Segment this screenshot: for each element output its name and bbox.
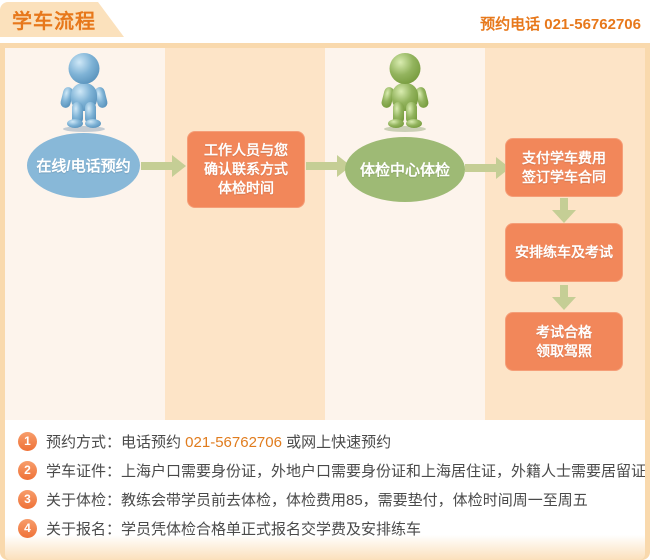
flow-step-medical-check: 体检中心体检 [345,137,465,202]
note-text: 关于体检：教练会带学员前去体检，体检费用85，需要垫付，体检时间周一至周五 [46,492,588,509]
flow-step-staff-confirm: 工作人员与您 确认联系方式 体检时间 [187,131,305,208]
tab-xueche-liucheng[interactable]: 学车流程 [0,2,124,37]
note-text-post: 或网上快速预约 [281,434,392,451]
booking-phone-label: 预约电话 021-56762706 [480,16,641,33]
note-item-registration: 4 关于报名：学员凭体检合格单正式报名交学费及安排练车 [18,514,645,543]
note-text: 预约方式：电话预约 021-56762706 或网上快速预约 [46,431,391,452]
note-number-badge: 3 [18,490,37,509]
tab-slant-edge [98,2,124,37]
note-number-badge: 1 [18,432,37,451]
note-item-booking-method: 1 预约方式：电话预约 021-56762706 或网上快速预约 [18,427,645,456]
note-number-badge: 2 [18,461,37,480]
flow-column-2 [165,48,325,420]
note-item-medical-check: 3 关于体检：教练会带学员前去体检，体检费用85，需要垫付，体检时间周一至周五 [18,485,645,514]
arrow-right-icon [141,155,186,177]
arrow-down-icon [552,198,576,223]
note-text: 关于报名：学员凭体检合格单正式报名交学费及安排练车 [46,521,422,538]
note-item-required-documents: 2 学车证件：上海户口需要身份证，外地户口需要身份证和上海居住证，外籍人士需要居… [18,456,645,485]
flow-step-online-phone-booking: 在线/电话预约 [27,133,140,198]
content-panel: 在线/电话预约 工作人员与您 确认联系方式 体检时间 体检中心体检 支付学车费用… [0,43,650,560]
flowchart: 在线/电话预约 工作人员与您 确认联系方式 体检时间 体检中心体检 支付学车费用… [5,48,645,420]
blue-person-icon [60,53,108,132]
notes-section: 1 预约方式：电话预约 021-56762706 或网上快速预约 2 学车证件：… [5,420,645,560]
arrow-down-icon [552,285,576,310]
page-title: 学车流程 [12,11,96,33]
green-person-icon [381,53,429,132]
flow-step-arrange-practice-exam: 安排练车及考试 [505,223,623,282]
note-text: 学车证件：上海户口需要身份证，外地户口需要身份证和上海居住证，外籍人士需要居留证 [46,463,645,480]
note-phone-number: 021-56762706 [185,434,282,451]
arrow-right-icon [465,157,510,179]
flow-step-pay-and-sign: 支付学车费用 签订学车合同 [505,138,623,197]
page-header: 学车流程 预约电话 021-56762706 [0,0,650,43]
note-text-pre: 预约方式：电话预约 [46,434,186,451]
note-number-badge: 4 [18,519,37,538]
flow-step-pass-get-license: 考试合格 领取驾照 [505,312,623,371]
